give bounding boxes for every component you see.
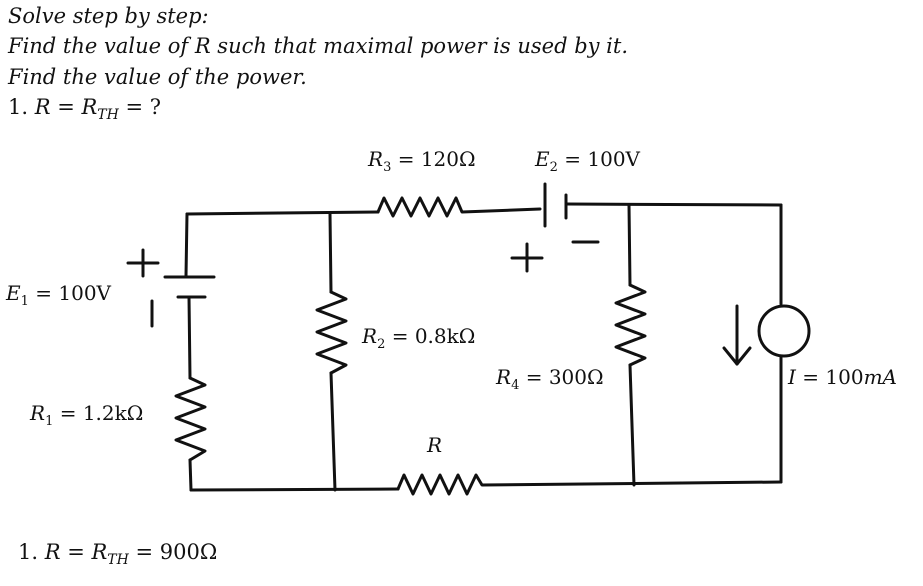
label-e2-sub: 2 <box>550 160 558 175</box>
q4-eq: = <box>50 95 82 119</box>
e2-plus-sign <box>510 242 544 273</box>
wire-top-left <box>185 210 380 216</box>
wire-bottom-left <box>189 487 400 492</box>
resistor-r2 <box>315 290 348 375</box>
q4-r: R <box>34 95 51 119</box>
q4-prefix: 1. <box>8 95 35 119</box>
question-line-3: Find the value of the power. <box>8 65 307 89</box>
answer-tail: = 900Ω <box>128 540 218 564</box>
answer-rth-sub: TH <box>107 552 129 569</box>
label-i-sym: I <box>787 365 797 389</box>
label-r1-sym: R <box>29 401 45 425</box>
label-r1: R1 = 1.2kΩ <box>29 401 143 429</box>
q4-tail: = ? <box>118 95 162 119</box>
label-r1-sub: 1 <box>45 414 53 429</box>
q4-rth: R <box>81 95 98 119</box>
label-e2: E2 = 100V <box>534 147 641 175</box>
label-e1: E1 = 100V <box>5 281 112 309</box>
label-e1-sym: E <box>5 281 21 305</box>
answer-eq: = <box>60 540 92 564</box>
answer-r: R <box>44 540 61 564</box>
label-i: I = 100mA <box>787 365 897 389</box>
resistor-r1 <box>174 376 207 462</box>
wire-left-top <box>184 212 189 278</box>
answer-prefix: 1. <box>18 540 45 564</box>
label-r4: R4 = 300Ω <box>495 365 604 393</box>
label-e2-sym: E <box>534 147 550 171</box>
e1-plus-sign <box>126 248 160 278</box>
wire-r4-bottom <box>628 363 636 487</box>
label-r2-val: = 0.8kΩ <box>385 324 475 348</box>
wire-left-bottom <box>188 458 193 492</box>
label-i-val: = 100 <box>796 365 864 389</box>
label-r1-val: = 1.2kΩ <box>53 401 143 425</box>
label-r4-sub: 4 <box>511 378 519 393</box>
current-arrow-head <box>722 346 752 366</box>
label-r2: R2 = 0.8kΩ <box>361 324 475 352</box>
label-r3-sub: 3 <box>383 160 391 175</box>
label-i-unit: mA <box>864 365 897 389</box>
resistor-r <box>396 473 783 496</box>
wire-r4-top <box>627 203 632 287</box>
q4-rth-sub: TH <box>97 107 119 124</box>
answer-line: 1. R = RTH = 900Ω <box>18 540 217 568</box>
label-r3: R3 = 120Ω <box>367 147 476 175</box>
question-line-4: 1. R = RTH = ? <box>8 95 161 123</box>
label-r3-val: = 120Ω <box>391 147 475 171</box>
answer-rth: R <box>91 540 108 564</box>
question-line-1: Solve step by step: <box>8 4 209 28</box>
label-e1-val: = 100V <box>29 281 112 305</box>
wire-top-right <box>564 202 783 207</box>
label-r: R <box>426 433 442 457</box>
question-line-2: Find the value of R such that maximal po… <box>8 34 629 58</box>
label-r3-sym: R <box>367 147 383 171</box>
resistor-r3 <box>376 196 542 218</box>
wire-left-mid <box>187 295 192 380</box>
label-r4-val: = 300Ω <box>519 365 603 389</box>
resistor-r4 <box>614 283 647 367</box>
label-r4-sym: R <box>495 365 511 389</box>
label-r2-sym: R <box>361 324 377 348</box>
wire-r2-top <box>328 212 333 294</box>
label-e2-val: = 100V <box>558 147 641 171</box>
current-source <box>757 304 811 358</box>
label-r2-sub: 2 <box>377 337 385 352</box>
wire-r2-bottom <box>329 371 337 492</box>
label-e1-sub: 1 <box>21 294 29 309</box>
